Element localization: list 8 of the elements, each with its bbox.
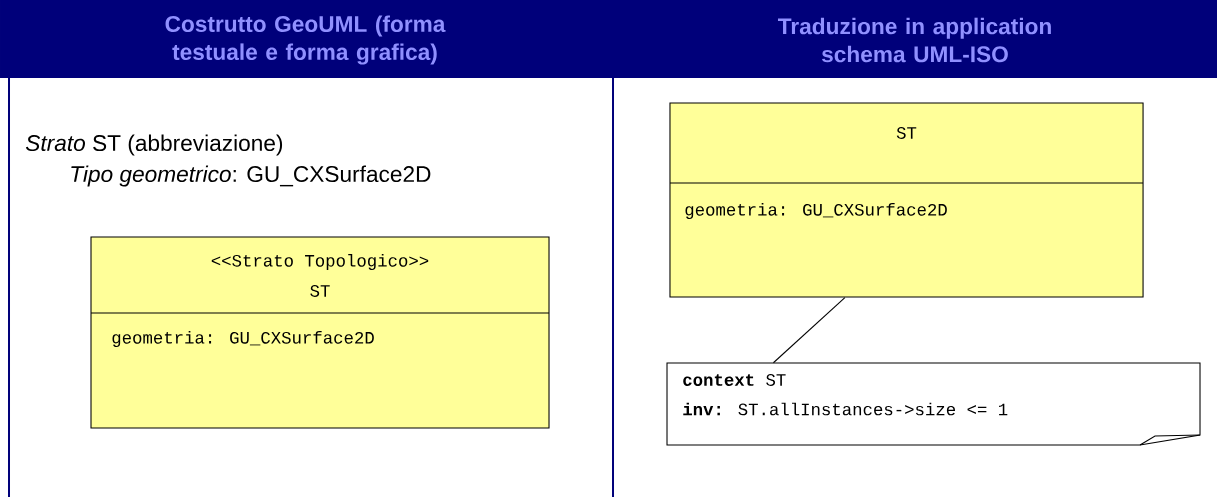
- class-box: ST geometria: GU_CXSurface2D: [669, 102, 1144, 298]
- column-heading: Costrutto GeoUML (forma testuale e forma grafica): [165, 15, 446, 65]
- definition-text: Tipo geometrico: GU_CXSurface2D: [71, 165, 431, 187]
- connector-line: [772, 297, 846, 364]
- class-box: <<Strato Topologico>> ST geometria: GU_CXSurface2D: [90, 236, 550, 429]
- definition-text: Strato ST (abbreviazione): [25, 134, 283, 156]
- note-box: context ST inv: ST.allInstances->size <= 1: [666, 362, 1201, 446]
- column-heading: Traduzione in application schema UML-ISO: [778, 17, 1051, 63]
